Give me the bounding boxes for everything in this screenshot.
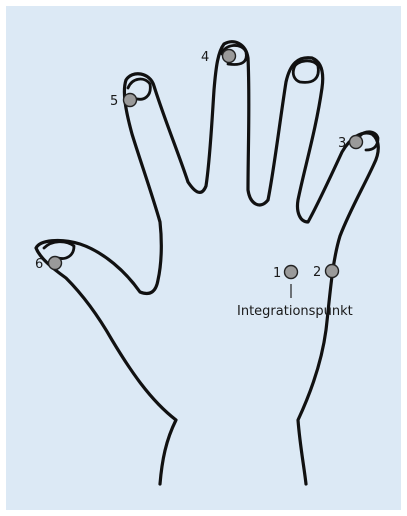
thumb-nail (44, 242, 74, 259)
point-2-marker (326, 265, 339, 278)
point-5-label: 5 (110, 94, 118, 109)
point-4-marker (223, 50, 236, 63)
ring-nail (293, 61, 318, 82)
point-1-label: 1 (273, 266, 281, 281)
point-3-label: 3 (338, 136, 346, 151)
integration-point-label: Integrationspunkt (237, 304, 353, 319)
point-1-marker (285, 266, 298, 279)
point-6-marker (49, 257, 62, 270)
point-4-label: 4 (201, 50, 209, 65)
point-3-marker (350, 136, 363, 149)
point-6-label: 6 (35, 257, 43, 272)
point-5-marker (124, 94, 137, 107)
hand-outline (36, 42, 378, 484)
point-2-label: 2 (313, 265, 321, 280)
